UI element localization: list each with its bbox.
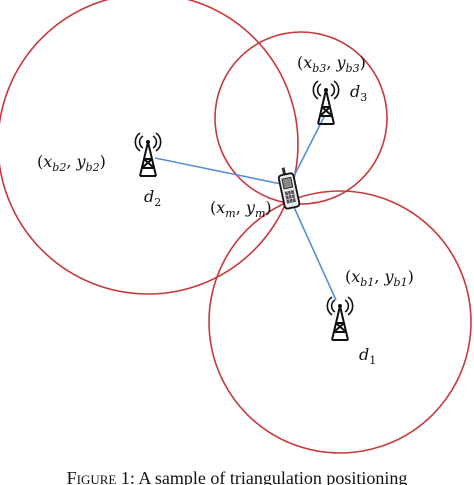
station-b2-coord-label: (xb2, yb2) (37, 152, 106, 174)
link-to-b2 (154, 157, 287, 186)
range-circle-b1 (208, 190, 472, 454)
mobile-phone-icon (277, 167, 301, 210)
station-b3-coord-label: (xb3, yb3) (297, 53, 366, 75)
mobile-coord-label: (xm, ym) (210, 198, 272, 220)
range-circle-b2 (0, 0, 299, 295)
station-b1-coord-label: (xb1, yb1) (345, 267, 414, 289)
range-circle-b3 (214, 31, 388, 205)
link-to-b1 (292, 204, 337, 301)
station-b1-distance-label: d1 (359, 345, 376, 367)
station-b3-distance-label: d3 (350, 82, 367, 104)
antenna-tower-icon (326, 296, 354, 341)
station-b2-distance-label: d2 (144, 187, 161, 209)
antenna-tower-icon (134, 132, 162, 177)
link-to-b3 (292, 114, 326, 179)
antenna-tower-icon (312, 80, 340, 125)
figure-caption: Figure 1: A sample of triangulation posi… (67, 468, 408, 485)
